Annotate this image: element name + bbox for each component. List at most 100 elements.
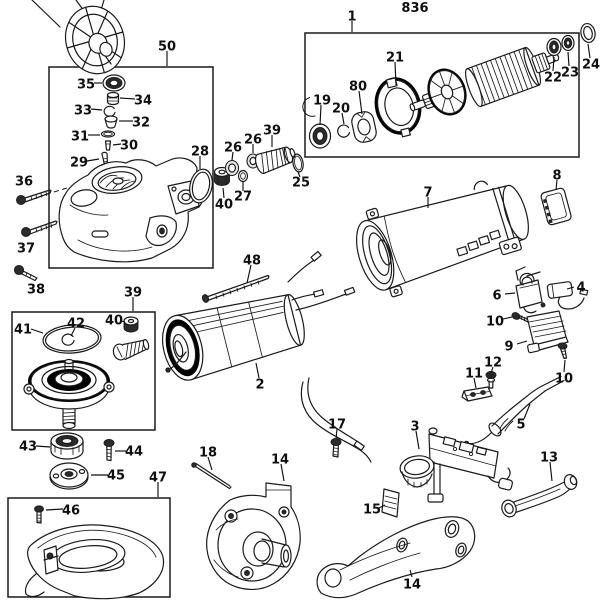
part-27-washer: [237, 169, 249, 183]
part-34-sleeve: [106, 91, 120, 106]
part-label-14: 14: [271, 453, 289, 468]
part-label-26: 26: [224, 141, 242, 156]
part-17-screw: [330, 437, 342, 458]
leader-line-2-29: [255, 362, 260, 379]
part-label-7: 7: [423, 186, 432, 201]
part-8-brush-cap: [540, 187, 572, 226]
part-39-pinion-gear: [254, 146, 296, 175]
part-38-screw: [13, 264, 38, 282]
part-label-10: 10: [486, 315, 504, 330]
part-label-35: 35: [77, 78, 95, 93]
leader-line-26-14: [231, 151, 234, 161]
gearcase-housing: [58, 157, 204, 263]
part-labels-layer: 1503534333231302936373828402627263925192…: [14, 10, 600, 593]
leader-line-33-4: [90, 108, 103, 111]
leader-line-11-36: [473, 377, 477, 389]
part-18-pin: [191, 462, 232, 490]
part-14-housing-left: [206, 482, 301, 590]
part-24-ring: [580, 22, 596, 44]
leader-line-40-13: [222, 187, 225, 199]
leader-line-9-33: [516, 340, 528, 345]
part-label-32: 32: [132, 116, 150, 131]
part-47-wheel-guard: [24, 524, 165, 600]
part-label-17: 17: [328, 418, 346, 433]
part-label-21: 21: [386, 51, 404, 66]
leader-line-13-43: [549, 461, 553, 482]
part-10-screw-lower: [557, 342, 568, 360]
leader-line-40-53: [120, 320, 126, 323]
leader-line-23-24: [567, 51, 570, 67]
part-label-11: 11: [465, 367, 483, 382]
part-42-clip: [61, 333, 75, 346]
part-30-plunger: [104, 140, 112, 151]
part-46-screw: [34, 505, 44, 524]
assembly-box-50: [48, 66, 214, 269]
part-label-31: 31: [71, 130, 89, 145]
part-label-33: 33: [74, 104, 92, 119]
part-36-screw: [16, 189, 52, 205]
part-35-bearing: [102, 74, 126, 92]
part-28-ring: [189, 168, 213, 204]
part-label-41: 41: [14, 323, 32, 338]
part-label-2: 2: [255, 378, 264, 393]
part-label-37: 37: [17, 242, 35, 257]
part-label-39: 39: [124, 286, 142, 301]
part-label-40: 40: [105, 314, 123, 329]
leader-line-30-7: [112, 143, 122, 146]
leader-line-80-21: [358, 90, 363, 115]
part-32-cap: [104, 115, 118, 129]
part-14-housing-right: [316, 516, 476, 599]
part-label-6: 6: [492, 289, 501, 304]
part-label-42: 42: [67, 317, 85, 332]
leader-line-5-37: [523, 403, 531, 420]
part-40-nut: [213, 166, 231, 186]
part-label-10: 10: [555, 372, 573, 387]
leader-line-10-32: [502, 316, 513, 320]
part-label-19: 19: [313, 94, 331, 109]
part-label-1: 1: [347, 10, 356, 25]
part-10-screw-upper: [511, 312, 530, 323]
part-6-brush-holder: [515, 266, 546, 314]
assembly-box-39: [11, 311, 156, 431]
leader-line-17-39: [335, 428, 338, 440]
part-label-80: 80: [349, 80, 367, 95]
part-label-22: 22: [544, 71, 562, 86]
leader-line-43-47: [35, 445, 51, 448]
leader-line-6-30: [504, 292, 516, 295]
part-label-45: 45: [107, 469, 125, 484]
part-label-43: 43: [19, 440, 37, 455]
part-label-8: 8: [552, 169, 561, 184]
part-label-28: 28: [191, 145, 209, 160]
part-label-50: 50: [158, 40, 176, 55]
part-label-36: 36: [15, 175, 33, 190]
part-40-nut-lower: [123, 316, 139, 333]
leader-line-4-31: [566, 286, 575, 290]
leader-line-48-28: [246, 264, 252, 284]
part-label-12: 12: [484, 356, 502, 371]
leader-line-14-44: [409, 569, 413, 578]
leader-line-25-18: [297, 171, 301, 178]
part-19-bearing: [308, 123, 332, 149]
leader-line-14-41: [280, 463, 285, 482]
part-11-clamp: [461, 386, 493, 402]
part-22-bearing: [546, 37, 562, 57]
leader-line-15-42: [378, 504, 386, 509]
part-label-20: 20: [332, 102, 350, 117]
part-label-24: 24: [582, 58, 600, 73]
part-label-4: 4: [576, 281, 585, 296]
part-label-46: 46: [62, 504, 80, 519]
part-2-field-coil: [162, 250, 372, 463]
part-80-insulator: [351, 111, 377, 143]
part-25-ring: [292, 153, 304, 173]
part-label-3: 3: [410, 420, 419, 435]
part-33-ring: [103, 105, 116, 117]
part-label-23: 23: [561, 66, 579, 81]
leader-line-24-25: [587, 43, 591, 59]
leader-line-46-46: [45, 508, 64, 511]
part-44-screw: [103, 439, 115, 462]
part-31-ring: [100, 130, 116, 138]
leader-line-10-34: [563, 359, 566, 373]
part-label-29: 29: [70, 156, 88, 171]
leader-line-29-8: [86, 158, 100, 162]
